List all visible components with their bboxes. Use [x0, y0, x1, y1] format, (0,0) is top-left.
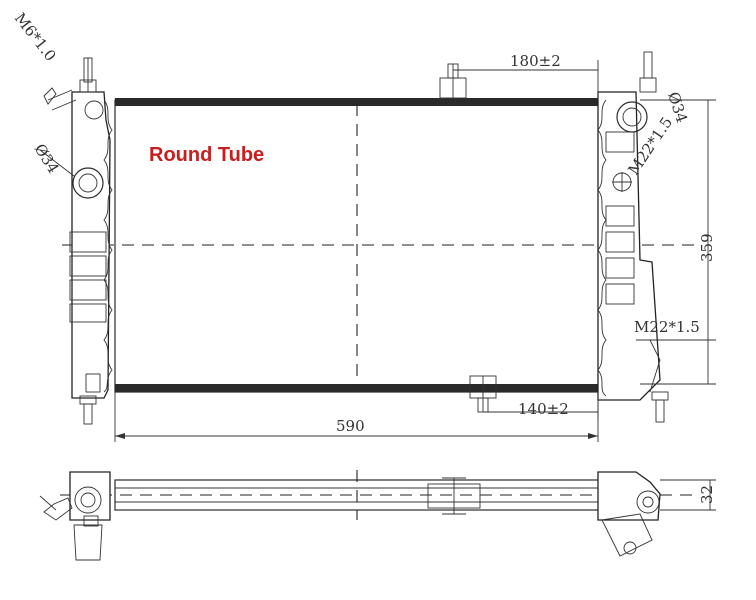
bottom-view: 32 [39, 470, 716, 561]
thread-left-label: M6*1.0 [11, 9, 60, 64]
thread-right-bottom-label: M22*1.5 [634, 318, 700, 336]
top-bracket [439, 63, 467, 99]
left-inlet-pipe [72, 167, 104, 199]
left-upper-port [84, 100, 104, 120]
dim-32: 32 [660, 479, 716, 511]
svg-text:590: 590 [336, 417, 365, 435]
left-tank [43, 57, 113, 425]
svg-text:32: 32 [698, 485, 716, 504]
dim-140: 140±2 [483, 392, 599, 420]
front-view: 180±2 140±2 590 359 M6*1.0 Ø34 Ø34 M22*1… [11, 9, 716, 442]
round-tube-label: Round Tube [149, 144, 264, 166]
dim-590: 590 [114, 392, 599, 442]
right-tank [597, 51, 669, 423]
bottom-bracket [469, 375, 497, 413]
pipe-left-label: Ø34 [31, 141, 63, 177]
svg-text:359: 359 [698, 233, 716, 262]
svg-text:140±2: 140±2 [518, 400, 569, 418]
dim-359: 359 [640, 99, 716, 385]
top-header-bar [115, 98, 601, 106]
bottom-header-bar [115, 384, 601, 392]
right-outlet-pipe [616, 101, 648, 133]
dim-180: 180±2 [453, 52, 599, 100]
svg-text:180±2: 180±2 [510, 52, 561, 70]
